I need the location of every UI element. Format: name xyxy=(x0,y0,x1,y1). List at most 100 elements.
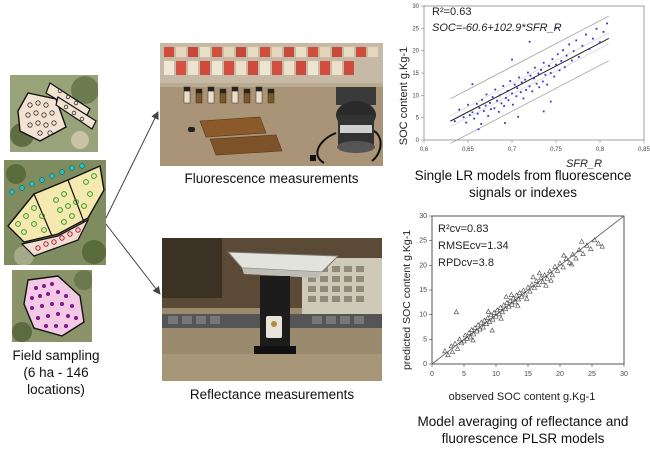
chart2-point xyxy=(576,247,582,252)
field-sampling-caption: Field sampling (6 ha - 146 locations) xyxy=(0,347,112,398)
chart1-point xyxy=(526,71,529,74)
chart1-point xyxy=(478,106,481,109)
chart2-point xyxy=(520,287,527,293)
chart1-point xyxy=(575,39,578,42)
chart1-lower-band xyxy=(450,60,609,144)
chart1-point xyxy=(533,66,536,69)
chart2-point xyxy=(570,251,576,257)
chart2-point xyxy=(535,282,541,287)
chart1-point xyxy=(595,27,598,30)
chart1-point xyxy=(518,76,520,79)
chart2-point xyxy=(547,268,553,274)
chart2-point xyxy=(549,272,556,278)
chart2-xtick-label: 0 xyxy=(430,371,434,378)
chart1-point xyxy=(549,72,552,74)
chart2-stat3: RPDcv=3.8 xyxy=(438,257,494,269)
chart2-point xyxy=(554,267,561,273)
chart2-point xyxy=(480,324,486,330)
chart1-point xyxy=(489,102,491,104)
chart1-point xyxy=(502,85,505,87)
chart2-point xyxy=(541,272,548,278)
chart1-point xyxy=(484,104,487,107)
chart1-point xyxy=(535,82,538,85)
chart2-point xyxy=(481,317,488,323)
chart2-ytick-label: 5 xyxy=(423,336,427,343)
chart1-point xyxy=(481,98,483,101)
chart2-point xyxy=(527,288,533,294)
chart2-point xyxy=(584,242,590,248)
chart2-point xyxy=(494,307,500,313)
chart1-point xyxy=(515,95,518,98)
field-caption-line2: (6 ha - 146 locations) xyxy=(23,365,89,397)
chart1-point xyxy=(563,66,566,69)
chart2-point xyxy=(489,327,495,333)
chart1-point xyxy=(555,63,557,66)
chart2-point xyxy=(599,243,605,249)
chart1-point xyxy=(577,56,580,58)
field-map-1 xyxy=(10,75,98,152)
chart2-point xyxy=(472,324,478,330)
chart1-point xyxy=(546,83,549,86)
reflectance-photo-svg xyxy=(162,238,382,381)
chart1-point xyxy=(475,102,478,105)
chart1-point xyxy=(522,97,525,100)
chart2-xtick-label: 25 xyxy=(588,371,596,378)
chart-predicted-vs-observed: predicted SOC content g.Kg-1 observed SO… xyxy=(396,212,650,412)
chart1-point xyxy=(509,80,512,82)
chart2-point xyxy=(462,332,468,338)
chart2-point xyxy=(533,278,540,284)
chart2-point xyxy=(561,252,567,258)
chart1-point xyxy=(528,85,531,88)
chart1-point xyxy=(531,90,534,93)
chart2-point xyxy=(508,291,515,297)
chart2-point xyxy=(591,237,598,243)
fluorescence-caption: Fluorescence measurements xyxy=(184,171,359,186)
chart2-point xyxy=(515,296,522,302)
chart2-xtick-label: 5 xyxy=(462,371,466,378)
chart1-fit-line xyxy=(450,37,610,122)
fluorescence-photo-svg xyxy=(160,43,383,166)
chart1-point xyxy=(453,120,456,123)
chart1-point xyxy=(524,78,527,81)
chart1-point xyxy=(477,128,480,131)
chart1-xtick-label: 0,7 xyxy=(508,147,517,153)
chart2-point xyxy=(445,352,451,358)
chart1-point xyxy=(538,86,541,89)
chart1-point xyxy=(551,58,554,61)
chart2-xtick-label: 10 xyxy=(492,371,500,378)
chart2-point xyxy=(515,302,521,308)
chart2-point xyxy=(475,322,481,327)
chart2-ytick-label: 10 xyxy=(419,312,427,319)
chart1-ytick-label: 5 xyxy=(416,116,420,122)
chart1-point xyxy=(562,49,564,52)
chart1-point xyxy=(519,91,522,94)
chart1-point xyxy=(507,99,510,102)
chart2-point xyxy=(507,297,513,303)
chart2-point xyxy=(442,348,448,354)
chart1-ytick-label: 15 xyxy=(412,71,419,77)
chart2-point xyxy=(524,295,530,301)
fluorescence-photo xyxy=(160,43,383,166)
chart1-equation: SOC=-60.6+102.9*SFR_R xyxy=(432,22,562,34)
chart1-point xyxy=(581,44,584,47)
chart1-r2: R²=0.63 xyxy=(432,6,471,18)
chart1-point xyxy=(525,89,527,91)
chart1-point xyxy=(533,77,535,80)
chart2-point xyxy=(588,246,594,251)
chart2-point xyxy=(560,264,566,270)
chart2-point xyxy=(573,255,579,261)
chart1-point xyxy=(592,37,594,40)
chart2-stat1: R²cv=0.83 xyxy=(438,223,488,235)
chart1-point xyxy=(556,53,559,56)
chart2-point xyxy=(452,340,458,346)
chart2-point xyxy=(490,316,496,322)
chart1-point xyxy=(520,81,523,84)
chart2-point xyxy=(566,259,573,265)
chart2-point xyxy=(531,285,538,290)
chart1-point xyxy=(498,94,501,97)
chart1-point xyxy=(494,88,497,91)
chart1-point xyxy=(511,58,513,61)
chart-top-caption-line2: signals or indexes xyxy=(468,185,578,200)
chart1-point xyxy=(540,68,542,71)
